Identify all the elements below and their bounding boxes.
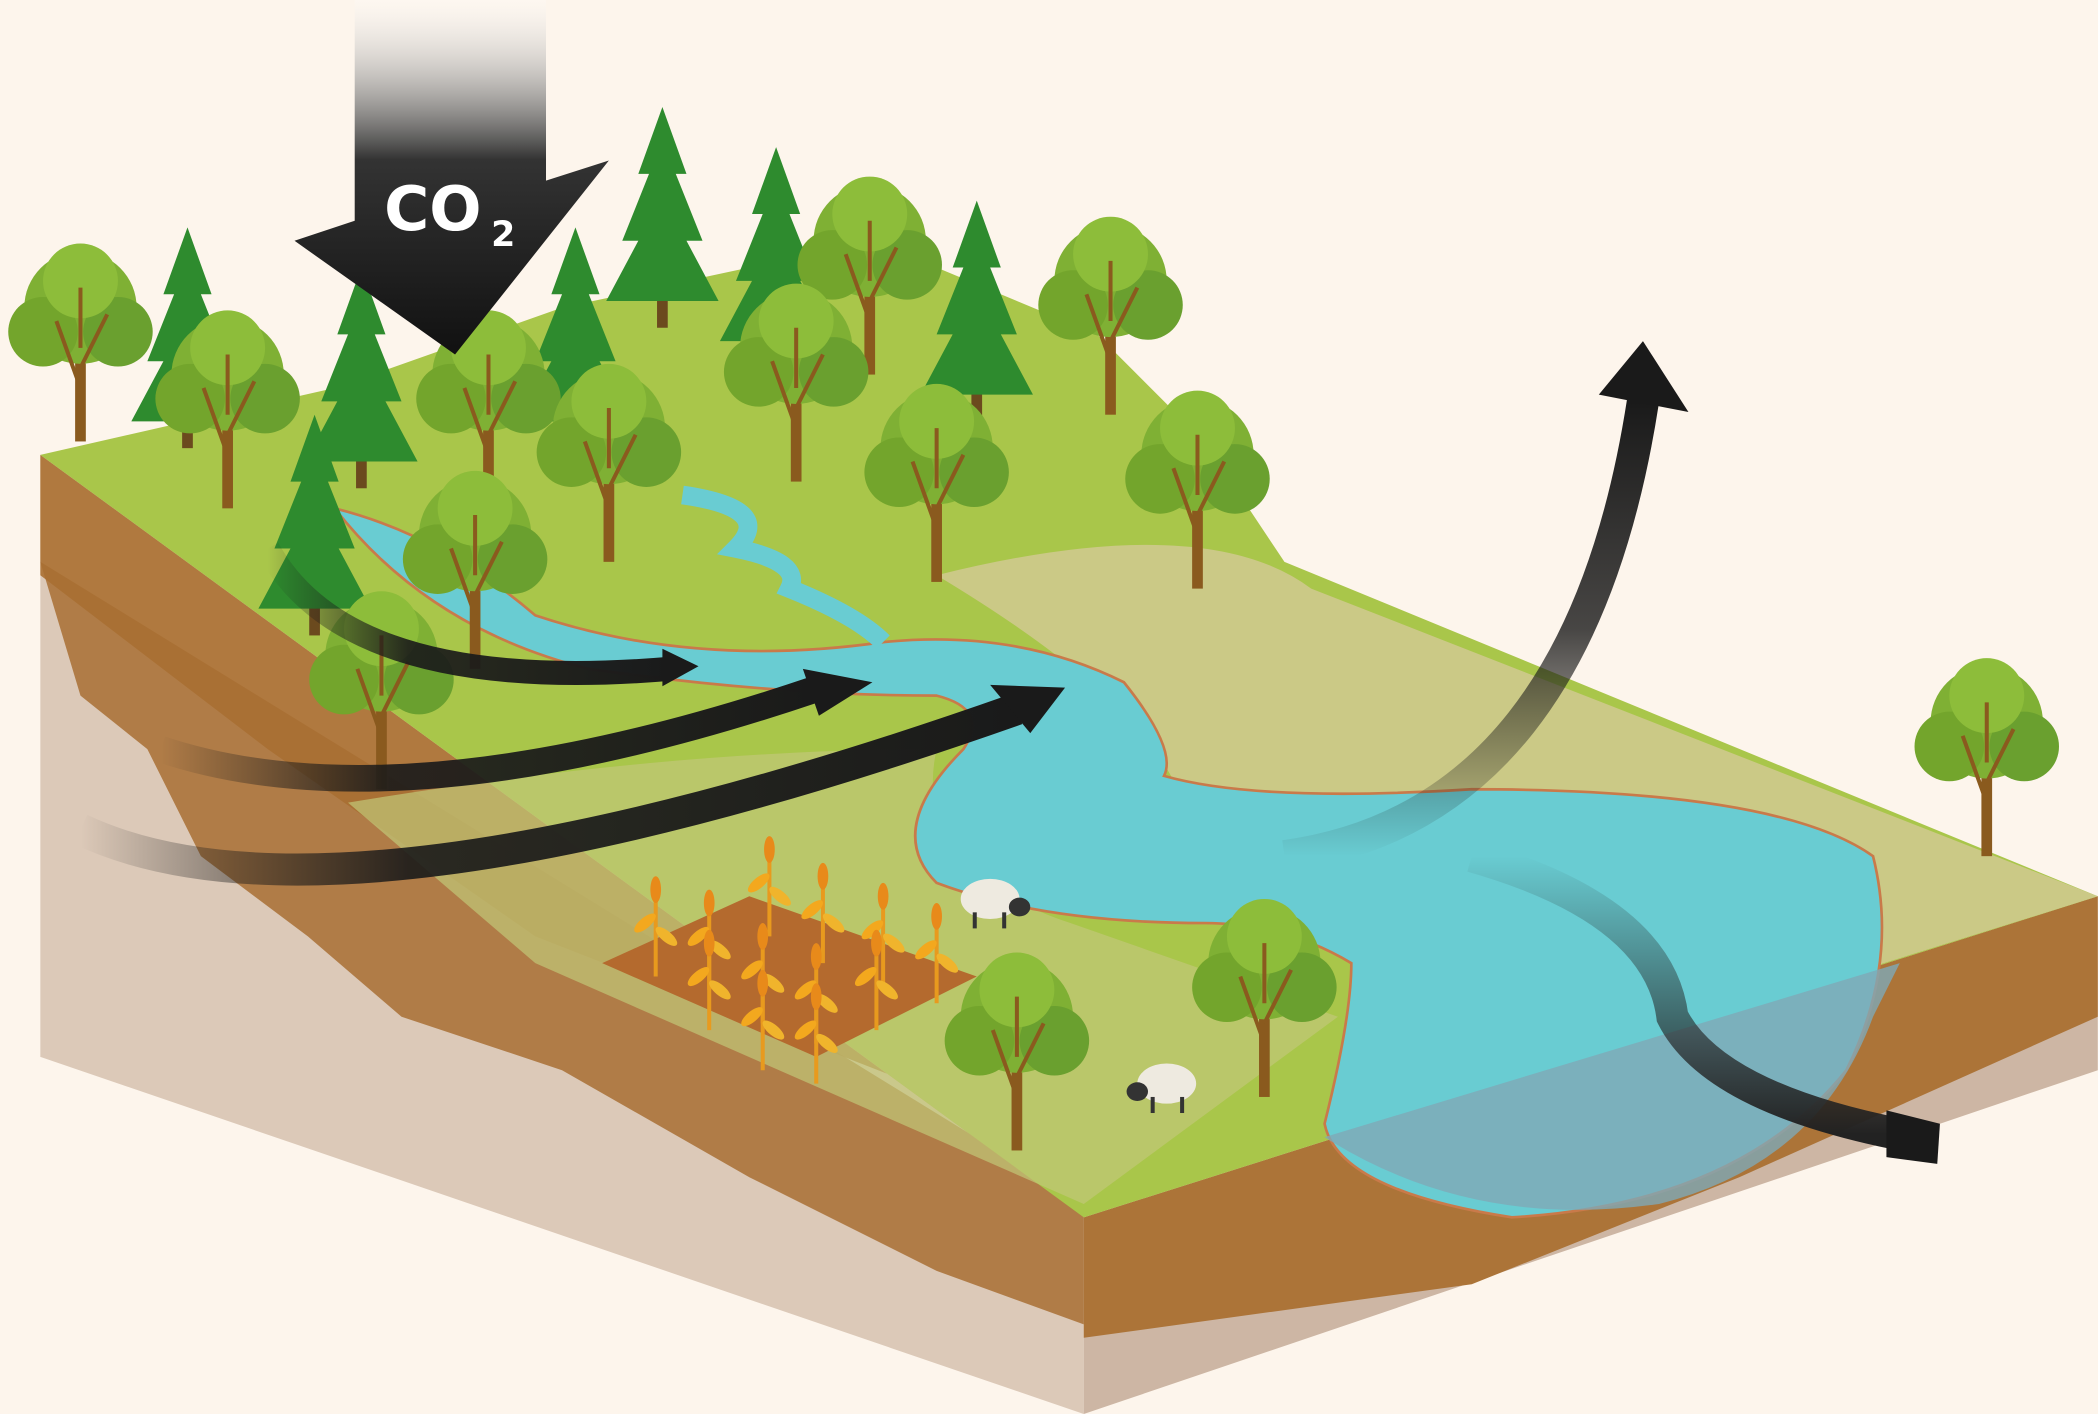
arrow-head — [662, 648, 699, 687]
flow-arrow-forest-to-river-1 — [257, 542, 671, 685]
flow-arrow-forest-to-river-2 — [156, 676, 821, 792]
co2-label: CO — [384, 173, 481, 245]
arrow-head — [1886, 1110, 1940, 1164]
river-underwater-section — [1324, 963, 1900, 1210]
arrow-head — [990, 684, 1066, 734]
arrow-head — [802, 668, 873, 716]
carbon-flow-arrows — [73, 341, 1940, 1164]
co2-input-arrow: CO 2 — [294, 0, 609, 355]
flow-arrow-soil-to-river — [73, 693, 1023, 886]
flow-arrow-river-export — [1467, 840, 1903, 1151]
co2-subscript: 2 — [491, 215, 515, 255]
flow-arrow-river-outgassing — [1282, 398, 1659, 873]
arrow-head — [1598, 341, 1689, 413]
river-stream — [681, 485, 890, 649]
